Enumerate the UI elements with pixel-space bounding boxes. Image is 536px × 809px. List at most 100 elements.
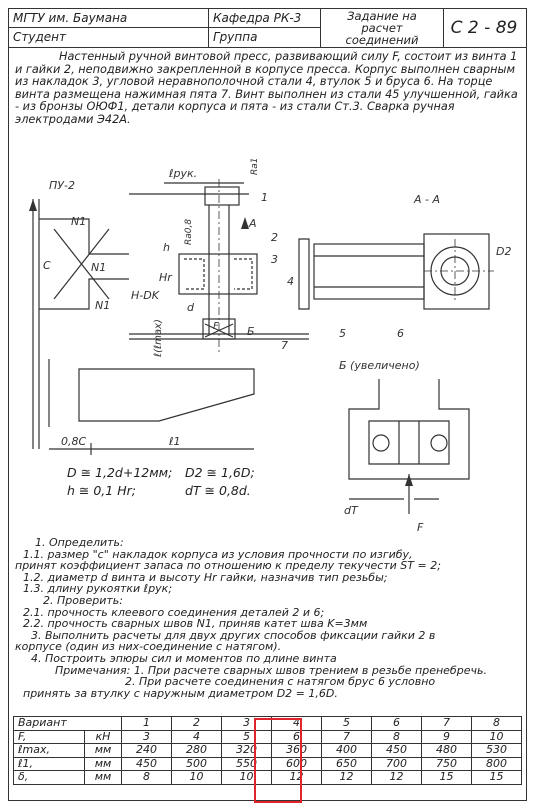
university-cell: МГТУ им. Баумана <box>9 9 209 28</box>
student-cell: Студент <box>9 28 209 47</box>
label-n1-a: N1 <box>71 215 86 228</box>
param-value: 9 <box>421 729 472 744</box>
highlight-variant-box <box>254 718 302 803</box>
task-title-line-3: соединений <box>345 33 419 47</box>
param-value: 280 <box>171 743 222 758</box>
param-unit: мм <box>84 756 122 771</box>
task-line: 2. При расчете соединения с натягом брус… <box>125 676 436 688</box>
variant-number: 2 <box>171 716 222 731</box>
param-value: 480 <box>421 743 472 758</box>
param-value: 450 <box>371 743 422 758</box>
label-detail-b: Б (увеличено) <box>339 359 420 372</box>
assignment-sheet: МГТУ им. Баумана Студент Кафедра РК-3 Гр… <box>8 8 527 803</box>
param-unit: мм <box>84 743 122 758</box>
label-l-handle: ℓрук. <box>168 167 197 180</box>
label-l1: ℓ1 <box>168 435 181 448</box>
label-f: F <box>213 321 219 332</box>
drawing-lines <box>32 179 494 514</box>
label-section-a: А <box>248 217 257 230</box>
variant-number: 5 <box>321 716 372 731</box>
label-part-2: 2 <box>271 231 278 244</box>
label-part-4: 4 <box>287 275 294 288</box>
param-name: ℓmax, <box>13 743 85 758</box>
label-weld-mark: ПУ-2 <box>49 179 75 192</box>
label-d2: D2 <box>496 245 511 258</box>
param-value: 750 <box>421 756 472 771</box>
task-line: 1. Определить: <box>35 537 124 549</box>
task-line: 1.1. размер "с" накладок корпуса из усло… <box>23 548 413 561</box>
press-drawing: ПУ-2 ℓрук. Ra1,6 Ra0,8 А А - А Б (увелич… <box>29 159 511 534</box>
param-value: 400 <box>321 743 372 758</box>
task-line: 2.1. прочность клеевого соединения детал… <box>23 606 325 619</box>
task-title-line-2: расчет <box>361 21 403 35</box>
task-code: С 2 - 89 <box>450 18 518 38</box>
task-line: Примечания: 1. При расчете сварных швов … <box>55 664 487 677</box>
variant-number: 6 <box>371 716 422 731</box>
task-line: 1.3. длину рукоятки ℓрук; <box>23 583 173 595</box>
label-zero8c: 0,8C <box>61 435 86 448</box>
param-value: 10 <box>471 729 522 744</box>
param-value: 12 <box>321 770 372 785</box>
label-b: Б <box>247 325 255 338</box>
param-value: 15 <box>421 770 472 785</box>
variant-number: 1 <box>121 716 172 731</box>
param-name: ℓ1, <box>13 756 85 771</box>
label-dt: dT <box>344 504 359 517</box>
formula-h: h ≅ 0,1 Hr; <box>67 483 136 498</box>
drawing-labels: ПУ-2 ℓрук. Ra1,6 Ra0,8 А А - А Б (увелич… <box>43 159 511 534</box>
param-value: 450 <box>121 756 172 771</box>
param-value: 8 <box>371 729 422 744</box>
task-title-cell: Задание на расчет соединений <box>321 9 444 47</box>
param-value: 10 <box>221 770 272 785</box>
label-d: d <box>187 301 195 314</box>
param-value: 8 <box>121 770 172 785</box>
param-value: 4 <box>171 729 222 744</box>
param-value: 7 <box>321 729 372 744</box>
param-value: 800 <box>471 756 522 771</box>
group-cell: Группа <box>209 28 321 47</box>
label-section-aa: А - А <box>413 193 440 206</box>
task-line: 1.2. диаметр d винта и высоту Hr гайки, … <box>23 571 388 584</box>
label-part-6: 6 <box>397 327 404 340</box>
label-lmax: ℓ(ℓmax) <box>153 319 164 357</box>
param-value: 650 <box>321 756 372 771</box>
param-value: 530 <box>471 743 522 758</box>
param-value: 500 <box>171 756 222 771</box>
task-line: 3. Выполнить расчеты для двух других спо… <box>31 629 436 642</box>
param-name: δ, <box>13 770 85 785</box>
tasks-list: 1. Определить: 1.1. размер "с" накладок … <box>15 537 523 699</box>
title-block: МГТУ им. Баумана Студент Кафедра РК-3 Гр… <box>9 9 526 48</box>
label-n1-c: N1 <box>95 299 110 312</box>
param-value: 700 <box>371 756 422 771</box>
label-hdk: H-DK <box>131 289 160 302</box>
label-roughness-2: Ra0,8 <box>184 219 194 245</box>
param-value: 3 <box>121 729 172 744</box>
task-line: принять за втулку с наружным диаметром D… <box>23 687 338 700</box>
label-h: h <box>163 241 170 254</box>
param-unit: кН <box>84 729 122 744</box>
formula-dT: dT ≅ 0,8d. <box>185 483 251 498</box>
drawing-arrows <box>29 199 413 486</box>
param-value: 15 <box>471 770 522 785</box>
param-value: 10 <box>171 770 222 785</box>
label-n1-b: N1 <box>91 261 106 274</box>
task-line: 2. Проверить: <box>43 594 123 607</box>
label-part-1: 1 <box>261 191 268 204</box>
param-value: 240 <box>121 743 172 758</box>
task-description: Настенный ручной винтовой пресс, развива… <box>15 50 518 126</box>
variant-number: 8 <box>471 716 522 731</box>
param-value: 12 <box>371 770 422 785</box>
variant-header-label: Вариант <box>13 716 122 731</box>
label-c: C <box>43 259 51 272</box>
formula-D: D ≅ 1,2d+12мм; <box>67 465 173 480</box>
department-cell: Кафедра РК-3 <box>209 9 321 28</box>
task-line: принят коэффициент запаса по отношению к… <box>15 560 441 572</box>
param-unit: мм <box>84 770 122 785</box>
label-part-5: 5 <box>339 327 346 340</box>
task-line: 2.2. прочность сварных швов N1, приняв к… <box>23 618 368 630</box>
task-line: 4. Построить эпюры сил и моментов по дли… <box>31 652 337 665</box>
